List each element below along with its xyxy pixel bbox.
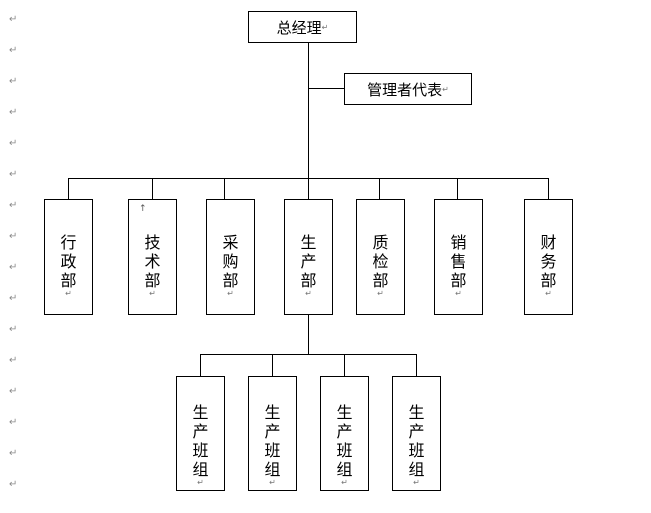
cell-mark: ↵ xyxy=(377,289,384,298)
cell-mark: ↵ xyxy=(413,478,420,487)
drop-tech xyxy=(152,178,153,199)
paragraph-mark: ↵ xyxy=(9,417,18,428)
drop-qc xyxy=(379,178,380,199)
connector-to-rep xyxy=(308,88,344,89)
drop-production xyxy=(308,178,309,199)
dept-label: 采购部 xyxy=(222,233,239,290)
arrow-mark: ↑ xyxy=(139,204,147,214)
team-box-1: 生产班组 ↵ xyxy=(176,376,225,491)
paragraph-mark: ↵ xyxy=(9,76,18,87)
dept-label: 财务部 xyxy=(540,233,557,290)
cell-mark: ↵ xyxy=(545,289,552,298)
team-bus xyxy=(200,354,417,355)
drop-purchasing xyxy=(224,178,225,199)
paragraph-mark: ↵ xyxy=(442,84,449,94)
paragraph-mark: ↵ xyxy=(9,262,18,273)
cell-mark: ↵ xyxy=(149,289,156,298)
paragraph-mark: ↵ xyxy=(321,22,329,32)
drop-team-2 xyxy=(272,354,273,376)
dept-label: 技术部 xyxy=(144,233,161,290)
paragraph-mark: ↵ xyxy=(9,169,18,180)
dept-box-production: 生产部 ↵ xyxy=(284,199,333,315)
team-label: 生产班组 xyxy=(408,403,425,479)
management-rep-label: 管理者代表 xyxy=(367,80,443,99)
paragraph-mark: ↵ xyxy=(9,45,18,56)
paragraph-mark: ↵ xyxy=(9,479,18,490)
cell-mark: ↵ xyxy=(227,289,234,298)
team-box-4: 生产班组 ↵ xyxy=(392,376,441,491)
cell-mark: ↵ xyxy=(65,289,72,298)
drop-team-4 xyxy=(416,354,417,376)
drop-finance xyxy=(548,178,549,199)
team-box-2: 生产班组 ↵ xyxy=(248,376,297,491)
cell-mark: ↵ xyxy=(305,289,312,298)
paragraph-mark: ↵ xyxy=(9,14,18,25)
dept-box-purchasing: 采购部 ↵ xyxy=(206,199,255,315)
cell-mark: ↵ xyxy=(455,289,462,298)
connector-production-to-teams xyxy=(308,314,309,355)
paragraph-mark: ↵ xyxy=(9,386,18,397)
paragraph-mark: ↵ xyxy=(9,107,18,118)
dept-label: 生产部 xyxy=(300,233,317,290)
paragraph-mark: ↵ xyxy=(9,231,18,242)
paragraph-mark: ↵ xyxy=(9,448,18,459)
team-label: 生产班组 xyxy=(264,403,281,479)
cell-mark: ↵ xyxy=(269,478,276,487)
dept-box-sales: 销售部 ↵ xyxy=(434,199,483,315)
drop-team-1 xyxy=(200,354,201,376)
dept-label: 质检部 xyxy=(372,233,389,290)
cell-mark: ↵ xyxy=(197,478,204,487)
paragraph-mark: ↵ xyxy=(9,293,18,304)
paragraph-mark: ↵ xyxy=(9,200,18,211)
dept-box-tech: ↑ 技术部 ↵ xyxy=(128,199,177,315)
paragraph-mark: ↵ xyxy=(9,355,18,366)
dept-box-qc: 质检部 ↵ xyxy=(356,199,405,315)
connector-ceo-to-departments xyxy=(308,42,309,179)
cell-mark: ↵ xyxy=(341,478,348,487)
drop-team-3 xyxy=(344,354,345,376)
management-rep-box: 管理者代表↵ xyxy=(344,73,472,105)
ceo-label: 总经理 xyxy=(276,18,322,37)
team-label: 生产班组 xyxy=(192,403,209,479)
dept-box-admin: 行政部 ↵ xyxy=(44,199,93,315)
team-box-3: 生产班组 ↵ xyxy=(320,376,369,491)
drop-sales xyxy=(457,178,458,199)
paragraph-mark: ↵ xyxy=(9,138,18,149)
dept-label: 行政部 xyxy=(60,233,77,290)
ceo-box: 总经理↵ xyxy=(248,11,357,43)
drop-admin xyxy=(68,178,69,199)
team-label: 生产班组 xyxy=(336,403,353,479)
dept-box-finance: 财务部 ↵ xyxy=(524,199,573,315)
paragraph-mark: ↵ xyxy=(9,324,18,335)
dept-label: 销售部 xyxy=(450,233,467,290)
